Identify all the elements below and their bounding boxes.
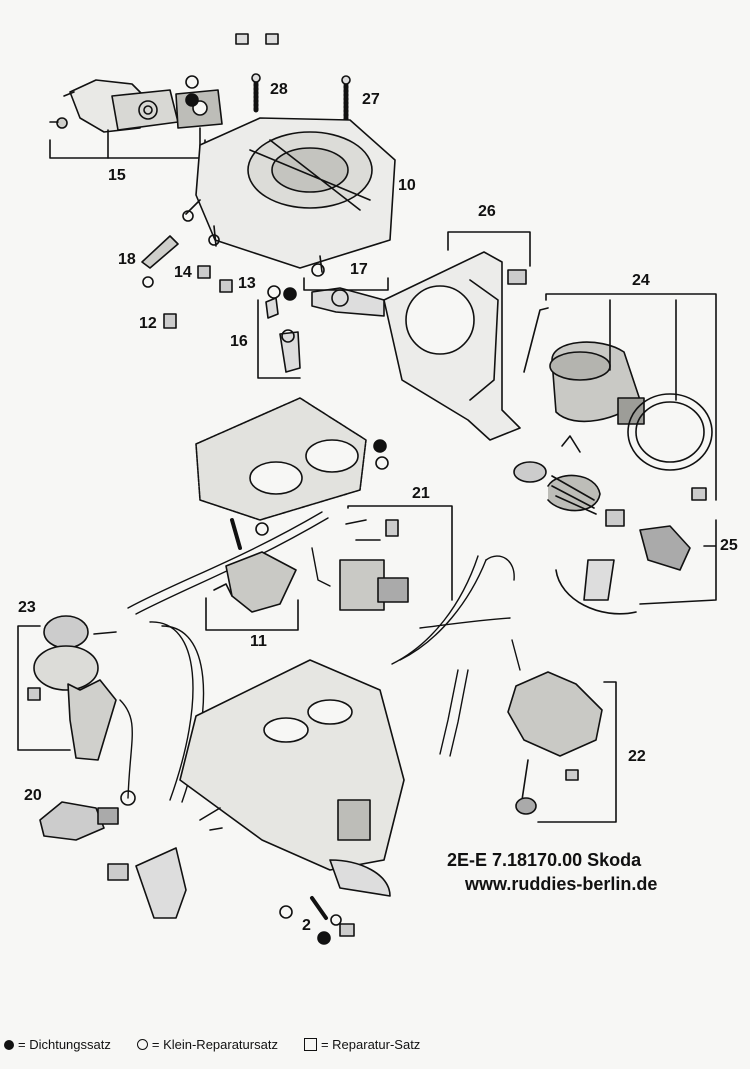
hoses — [119, 511, 521, 803]
label-24: 24 — [632, 272, 650, 289]
square-icon — [303, 1038, 317, 1051]
part-15-choke-housing — [49, 79, 223, 133]
part-12 — [163, 313, 177, 329]
part-26-mount-plate — [383, 251, 527, 441]
part-25-spring-sensor — [513, 435, 691, 615]
label-22: 22 — [628, 748, 646, 765]
part-23-vacuum-unit — [27, 615, 117, 761]
bracket-24 — [545, 293, 717, 501]
label-23: 23 — [18, 599, 36, 616]
bracket-22 — [537, 681, 617, 823]
label-15: 15 — [108, 167, 126, 184]
part-21-valve — [339, 519, 409, 611]
screws-27-28 — [235, 33, 351, 131]
legend-item-small-repair-kit: = Klein-Reparatursatz — [136, 1037, 278, 1052]
bracket-11 — [205, 597, 299, 631]
label-17: 17 — [350, 261, 368, 278]
bracket-15 — [49, 139, 206, 159]
label-28: 28 — [270, 81, 288, 98]
label-12: 12 — [139, 315, 157, 332]
label-2: 2 — [302, 917, 311, 934]
legend-item-seal-kit: = Dichtungssatz — [4, 1037, 111, 1052]
label-18: 18 — [118, 251, 136, 268]
label-13: 13 — [238, 275, 256, 292]
part-20-valve — [39, 801, 119, 841]
part-16-lever — [265, 297, 301, 373]
label-27: 27 — [362, 91, 380, 108]
support-bracket — [107, 847, 187, 919]
legend-label-repair-set: = Reparatur-Satz — [320, 1037, 421, 1052]
open-circle-icon — [136, 1039, 148, 1050]
part-14 — [197, 265, 211, 279]
part-13 — [219, 279, 233, 293]
part-10-carburettor-top — [182, 117, 396, 277]
label-26: 26 — [478, 203, 496, 220]
label-16: 16 — [230, 333, 248, 350]
bracket-23 — [17, 625, 71, 751]
part-24-servo-motor — [523, 307, 713, 471]
bracket-21 — [347, 505, 453, 601]
label-10: 10 — [398, 177, 416, 194]
label-21: 21 — [412, 485, 430, 502]
part-18-needle — [141, 235, 179, 269]
legend: = Dichtungssatz = Klein-Reparatursatz = … — [4, 1037, 446, 1052]
label-20: 20 — [24, 787, 42, 804]
filled-circle-icon — [4, 1039, 14, 1050]
gasket — [195, 397, 367, 521]
caption-website: www.ruddies-berlin.de — [465, 874, 658, 894]
caption-part-number: 2E-E 7.18170.00 Skoda — [447, 850, 642, 870]
bracket-26 — [447, 231, 531, 267]
part-11-cover — [213, 551, 297, 613]
legend-item-repair-set: = Reparatur-Satz — [303, 1037, 421, 1052]
part-22-vacuum-capsule — [507, 671, 603, 815]
label-11: 11 — [250, 633, 267, 650]
label-14: 14 — [174, 264, 192, 281]
bracket-16 — [257, 299, 301, 379]
legend-label-small-repair-kit: = Klein-Reparatursatz — [151, 1037, 278, 1052]
carburettor-body — [179, 659, 405, 897]
bracket-17 — [303, 277, 389, 291]
label-25: 25 — [720, 537, 738, 554]
part-17-lever — [311, 287, 385, 317]
legend-label-seal-kit: = Dichtungssatz — [18, 1037, 111, 1052]
